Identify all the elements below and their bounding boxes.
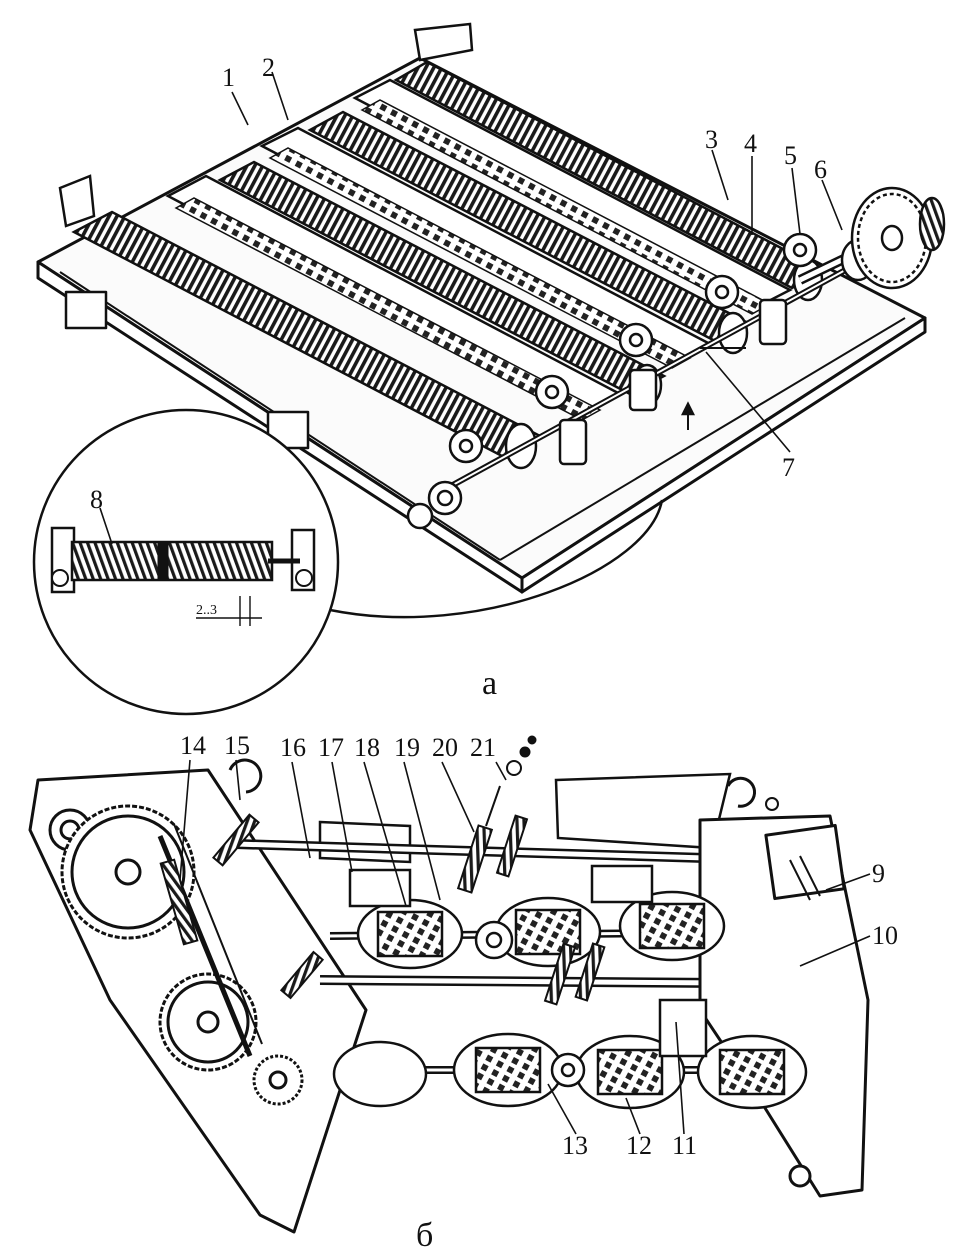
beater-upper-1	[356, 898, 464, 970]
callout-label-16: 16	[280, 733, 306, 762]
callout-label-21: 21	[470, 733, 496, 762]
callout-label-14: 14	[180, 731, 206, 760]
detail-inset	[32, 408, 664, 716]
callout-label-15: 15	[224, 731, 250, 760]
callout-label-10: 10	[872, 921, 898, 950]
callout-label-17: 17	[318, 733, 344, 762]
beater-lower-3	[574, 1034, 686, 1110]
callout-label-13: 13	[562, 1131, 588, 1160]
callout-label-20: 20	[432, 733, 458, 762]
beater-drums	[332, 864, 808, 1110]
beater-lower-1	[332, 1040, 428, 1108]
callout-label-4: 4	[744, 129, 757, 158]
leader-lines-b	[179, 759, 871, 1135]
bracket-a	[58, 22, 474, 228]
left-side-plate	[28, 758, 368, 1234]
callout-label-7: 7	[782, 453, 795, 482]
callout-label-8: 8	[90, 485, 103, 514]
callout-label-11: 11	[672, 1131, 697, 1160]
callout-label-1: 1	[222, 63, 235, 92]
callout-label-9: 9	[872, 859, 885, 888]
panel-a-drawing	[32, 22, 946, 716]
leader-lines-a	[231, 71, 843, 453]
drive-side-a	[406, 186, 946, 530]
callout-label-6: 6	[814, 155, 827, 184]
inset-dimension: 2..3	[196, 603, 217, 618]
panel-b-letter: б	[416, 1217, 433, 1250]
callout-label-18: 18	[354, 733, 380, 762]
panel-b-drawing	[28, 735, 871, 1234]
callout-label-3: 3	[705, 125, 718, 154]
callout-label-12: 12	[626, 1131, 652, 1160]
beater-upper-3	[618, 890, 726, 962]
beater-lower-4	[696, 1034, 808, 1110]
callout-label-19: 19	[394, 733, 420, 762]
adjusting-springs	[159, 735, 779, 1006]
right-side-plate	[698, 814, 870, 1198]
callout-label-2: 2	[262, 53, 275, 82]
callout-label-5: 5	[784, 141, 797, 170]
panel-a-letter: а	[482, 665, 497, 702]
beater-upper-2	[494, 896, 602, 968]
beater-lower-2	[452, 1032, 564, 1108]
